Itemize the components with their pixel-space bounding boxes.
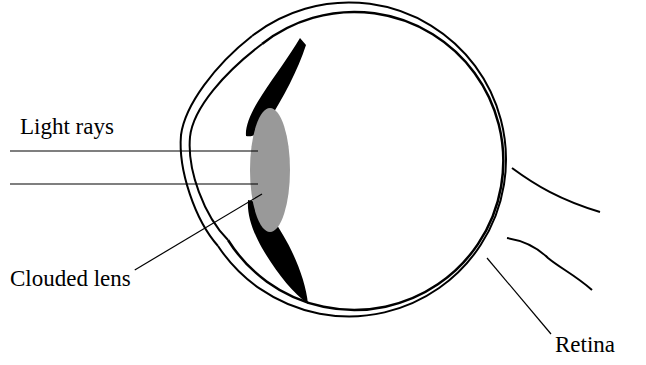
sclera-inner — [228, 12, 503, 310]
sclera-outer — [218, 2, 506, 316]
optic-nerve — [507, 238, 592, 290]
light-ray — [10, 183, 258, 184]
optic-nerve — [512, 168, 600, 212]
cornea-outer — [181, 36, 252, 246]
part-label: Clouded lens — [10, 266, 131, 291]
light-ray — [10, 150, 258, 151]
part-label: Light rays — [20, 114, 114, 139]
leader-line — [135, 194, 262, 270]
leader-line — [487, 258, 551, 334]
part-label: Retina — [555, 332, 615, 357]
clouded-lens — [250, 108, 290, 232]
